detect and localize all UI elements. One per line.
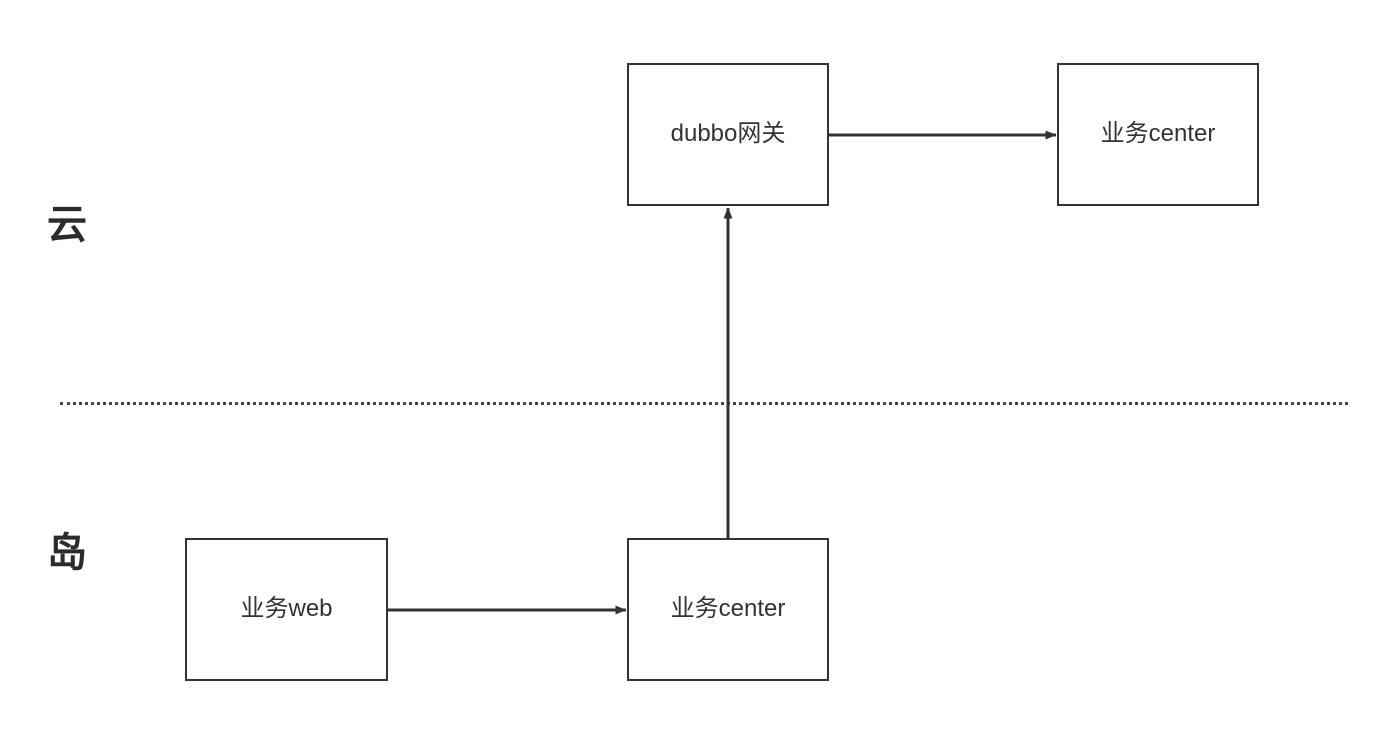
node-label-island-business-center: 业务center — [670, 595, 786, 623]
node-island-business-web[interactable]: 业务web — [185, 538, 388, 681]
zone-label-cloud: 云 — [47, 203, 87, 247]
zone-divider — [60, 402, 1348, 405]
node-cloud-business-center[interactable]: 业务center — [1057, 63, 1259, 206]
node-dubbo-gateway[interactable]: dubbo网关 — [627, 63, 829, 206]
node-label-island-business-web: 业务web — [240, 595, 333, 623]
zone-label-island: 岛 — [47, 531, 87, 575]
node-label-dubbo-gateway: dubbo网关 — [670, 120, 786, 148]
node-island-business-center[interactable]: 业务center — [627, 538, 829, 681]
node-label-cloud-business-center: 业务center — [1100, 120, 1216, 148]
